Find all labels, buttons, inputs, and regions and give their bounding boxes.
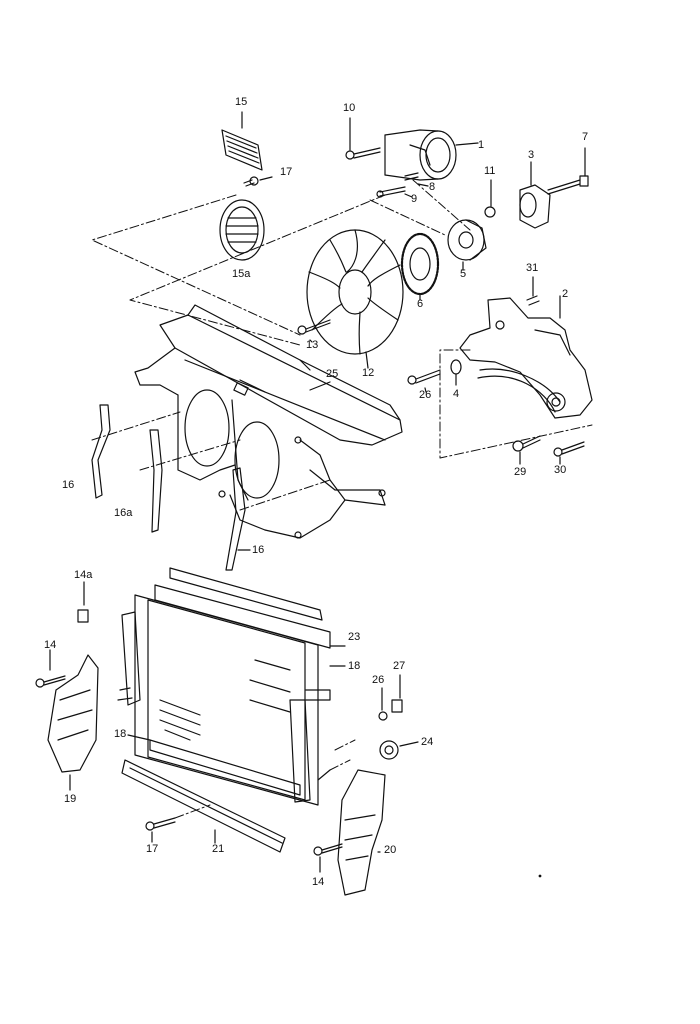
- callout-18-right: 18: [348, 660, 361, 672]
- callout-5: 5: [460, 268, 467, 280]
- callout-17-top: 17: [280, 166, 293, 178]
- callout-27: 27: [393, 660, 406, 672]
- callout-26: 26: [372, 674, 385, 686]
- callout-7: 7: [582, 131, 589, 143]
- callout-30: 30: [554, 464, 567, 476]
- callout-12: 12: [362, 367, 375, 379]
- part-31-stud: [526, 276, 540, 306]
- callout-20: 20: [384, 844, 397, 856]
- callout-18-left: 18: [114, 728, 127, 740]
- part-2-bracket: [459, 295, 593, 419]
- part-7-bolt: [547, 147, 589, 195]
- part-15-grille: [221, 129, 263, 171]
- part-10-bolt: [345, 117, 381, 160]
- callout-16-left: 16: [62, 479, 75, 491]
- callout-23: 23: [348, 631, 361, 643]
- part-14-screw-right: [313, 843, 343, 873]
- callout-28: 26: [419, 389, 432, 401]
- part-16a-air-guide: [149, 429, 163, 533]
- callout-29: 29: [514, 466, 527, 478]
- part-4-pin: [450, 359, 462, 386]
- part-16-air-guide-right: [225, 467, 251, 571]
- part-6-gear: [400, 232, 440, 301]
- part-26-washer: [378, 687, 388, 721]
- part-12-fan: [306, 229, 404, 369]
- callout-25: 25: [326, 368, 339, 380]
- callout-14-left: 14: [44, 639, 57, 651]
- callout-9: 9: [411, 193, 418, 205]
- callout-16a: 16a: [114, 507, 133, 519]
- part-16-air-guide-left: [91, 404, 111, 499]
- part-13-screw: [297, 319, 331, 343]
- callout-2: 2: [562, 288, 569, 300]
- part-14-screw-left: [35, 649, 66, 688]
- callout-10: 10: [343, 102, 356, 114]
- callout-3: 3: [528, 149, 535, 161]
- callout-13: 13: [306, 339, 319, 351]
- part-11-nut: [484, 179, 496, 218]
- part-17-screw-top: [243, 176, 273, 187]
- part-17-screw-lower: [145, 817, 176, 843]
- part-29-nut: [512, 435, 541, 465]
- part-28-bolt: [407, 369, 441, 393]
- callout-4: 4: [453, 388, 460, 400]
- part-21-lower-seal: [121, 759, 286, 853]
- callout-6: 6: [417, 298, 424, 310]
- callout-21: 21: [212, 843, 225, 855]
- callout-19: 19: [64, 793, 77, 805]
- part-27-grommet: [391, 674, 403, 713]
- callout-15: 15: [235, 96, 248, 108]
- part-3-bushing: [519, 161, 551, 229]
- callout-16-right: 16: [252, 544, 265, 556]
- radiator-assembly: [117, 567, 346, 806]
- part-19-air-duct-left: [47, 654, 99, 791]
- part-14a-clip: [77, 581, 89, 623]
- callout-14-right: 14: [312, 876, 325, 888]
- part-5-pulley: [447, 219, 487, 271]
- callout-11: 11: [484, 165, 496, 177]
- part-25-lock-carrier: [134, 304, 403, 539]
- callout-1: 1: [478, 139, 485, 151]
- callout-8: 8: [429, 181, 436, 193]
- callout-15a: 15a: [232, 268, 251, 280]
- part-1-viscous-coupling: [384, 129, 479, 181]
- callout-31: 31: [526, 262, 539, 274]
- callout-14a: 14a: [74, 569, 93, 581]
- part-20-air-duct-right: [337, 769, 386, 896]
- callout-17-bottom: 17: [146, 843, 159, 855]
- part-24-rubber-mount: [379, 740, 419, 760]
- part-15a-round-grille: [219, 199, 265, 261]
- callout-24: 24: [421, 736, 434, 748]
- part-8-9-bolts: [376, 172, 429, 198]
- part-30-bolt: [553, 441, 585, 465]
